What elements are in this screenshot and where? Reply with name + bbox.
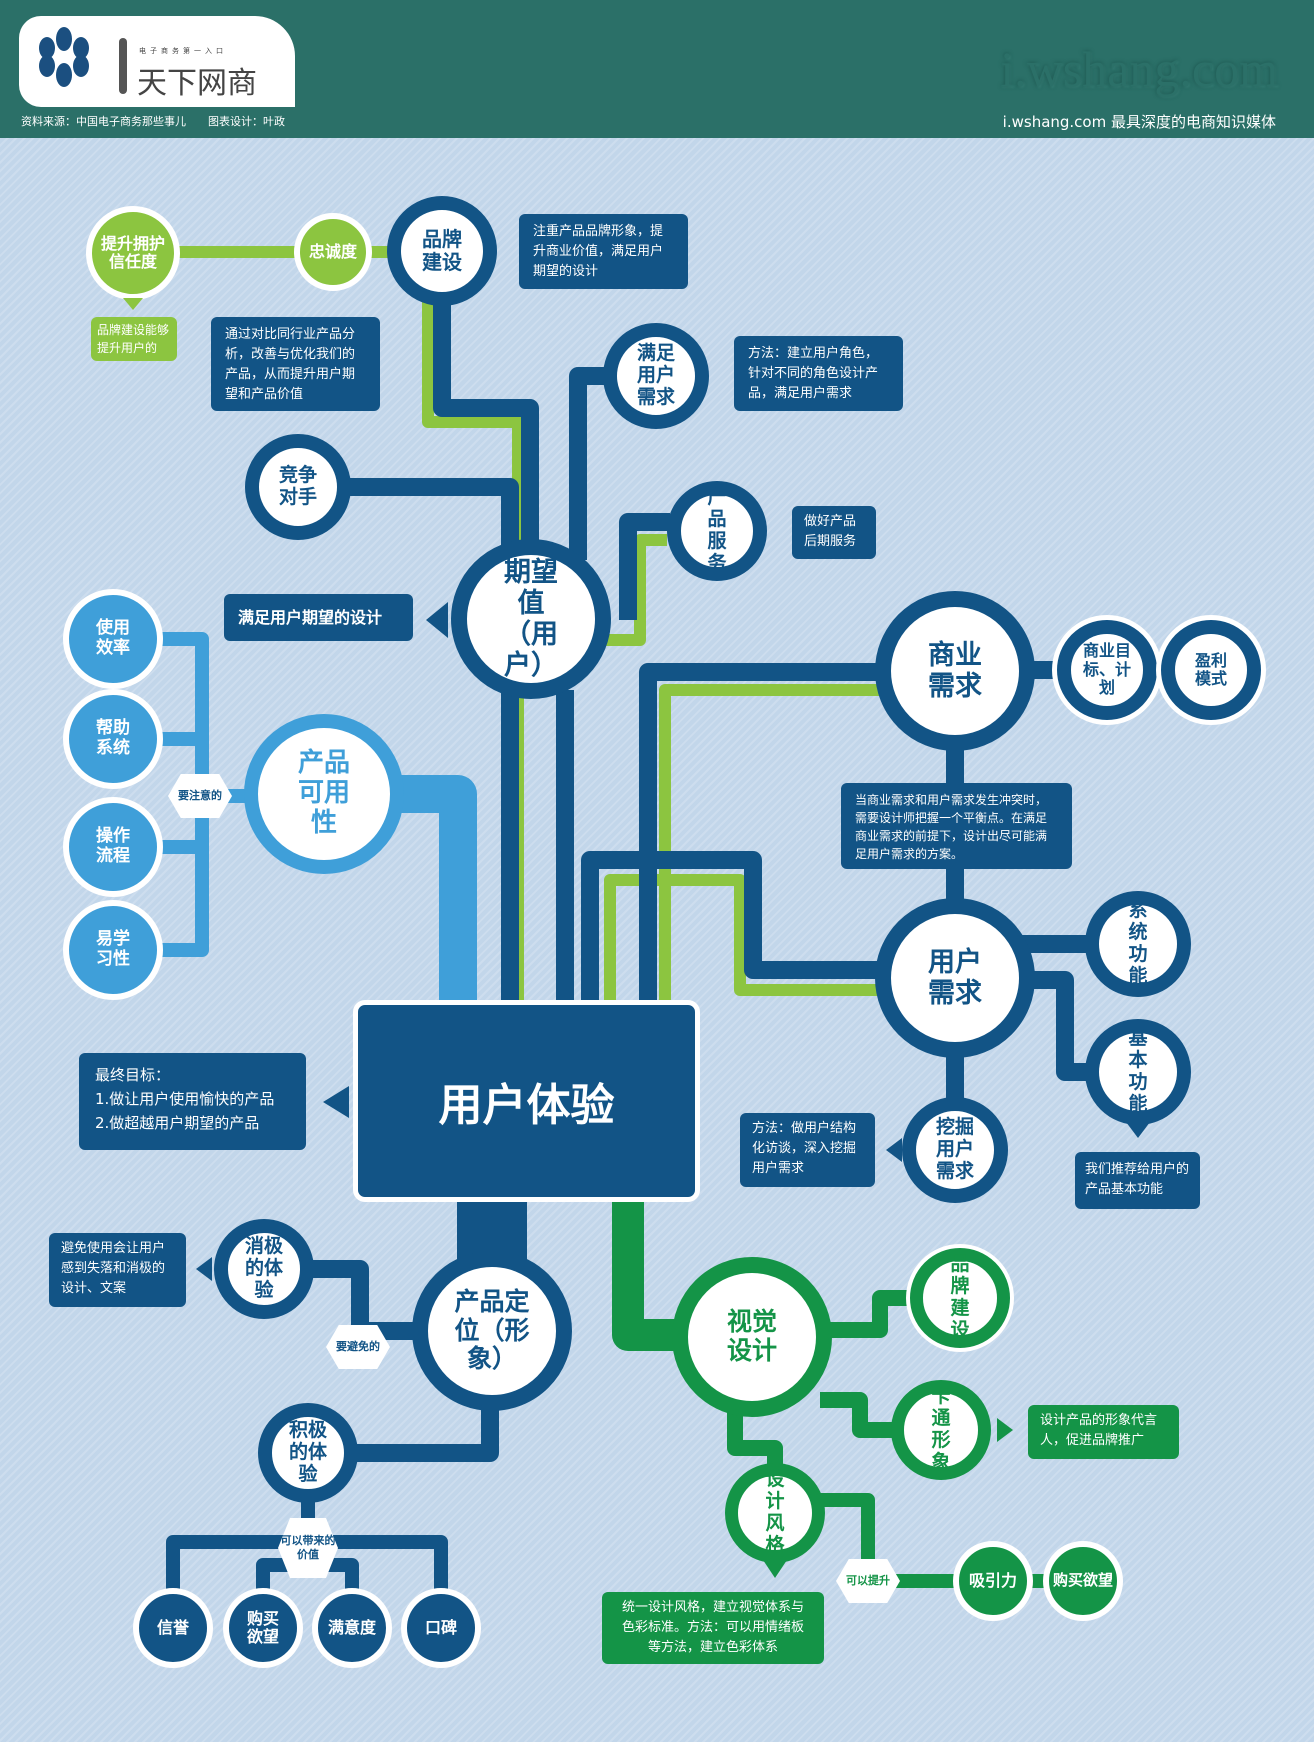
node-basic-function[interactable]: 基本功能 [1085, 1019, 1191, 1125]
node-efficiency[interactable]: 使用效率 [63, 589, 163, 689]
node-learnability[interactable]: 易学习性 [63, 900, 163, 1000]
node-service[interactable]: 产品服务 [667, 481, 767, 581]
node-brand[interactable]: 品牌建设 [387, 196, 497, 306]
line-basic [1020, 971, 1100, 1081]
hex-improve: 可以提升 [836, 1559, 900, 1603]
pointer-icon [426, 602, 448, 638]
node-visual-brand[interactable]: 品牌建设 [910, 1248, 1010, 1348]
goal-title: 最终目标： [95, 1066, 171, 1084]
line-visual-style [727, 1410, 783, 1470]
line-brand [433, 300, 539, 545]
flower-logo-icon [39, 27, 89, 87]
logo-name: 天下网商 [137, 66, 257, 101]
expectation-box: 满足用户期望的设计 [224, 594, 413, 641]
line-competitor [340, 478, 519, 545]
node-user-needs[interactable]: 用户需求 [875, 898, 1035, 1058]
node-operation-flow[interactable]: 操作流程 [63, 797, 163, 897]
site-watermark: i.wshang.com [1000, 41, 1278, 97]
node-expectation[interactable]: 期望值（用户） [451, 539, 611, 699]
line-business [639, 663, 880, 1000]
center-user-experience[interactable]: 用户体验 [353, 1000, 700, 1202]
pointer-icon [196, 1257, 212, 1281]
pointer-icon [1126, 1122, 1150, 1138]
node-loyalty[interactable]: 忠诚度 [294, 213, 372, 291]
node-help-system[interactable]: 帮助系统 [63, 689, 163, 789]
line-business-green [659, 684, 880, 1000]
line-positive [350, 1400, 499, 1462]
hex-value: 可以带来的价值 [278, 1518, 338, 1578]
line-negative [300, 1260, 420, 1340]
node-cartoon[interactable]: 卡通形象 [891, 1380, 991, 1480]
node-negative[interactable]: 消极的体验 [214, 1219, 314, 1319]
line-service [619, 513, 670, 620]
goal-item: 1.做让用户使用愉快的产品 [95, 1090, 275, 1108]
node-word-of-mouth[interactable]: 口碑 [401, 1588, 481, 1668]
business-box: 当商业需求和用户需求发生冲突时，需要设计师把握一个平衡点。在满足商业需求的前提下… [841, 783, 1072, 869]
node-visual-design[interactable]: 视觉设计 [672, 1257, 832, 1417]
basic-function-box: 我们推荐给用户的产品基本功能 [1075, 1152, 1200, 1209]
line-service-green [590, 534, 667, 646]
design-style-box: 统一设计风格，建立视觉体系与色彩标准。方法：可以用情绪板等方法，建立色彩体系 [602, 1592, 824, 1664]
dig-needs-box: 方法：做用户结构化访谈，深入挖掘用户需求 [740, 1113, 875, 1187]
node-meet-needs[interactable]: 满足用户需求 [603, 323, 709, 429]
node-usability[interactable]: 产品可用性 [244, 714, 404, 874]
source-credit: 资料来源：中国电子商务那些事儿 图表设计：叶政 [21, 115, 285, 128]
node-positioning[interactable]: 产品定位（形象） [412, 1251, 572, 1411]
line-visual-cartoon [820, 1392, 900, 1438]
negative-box: 避免使用会让用户感到失落和消极的设计、文案 [49, 1233, 186, 1307]
logo: 电子商务第一入口 天下网商 [19, 16, 295, 107]
line-center-visual [612, 1202, 690, 1351]
node-business-goal[interactable]: 商业目标、计划 [1057, 620, 1157, 720]
i-logo-icon [119, 38, 127, 94]
node-profit-model[interactable]: 盈利模式 [1161, 620, 1261, 720]
line-userneeds-green [604, 874, 880, 1000]
service-box: 做好产品后期服务 [792, 506, 876, 559]
hex-attention: 要注意的 [168, 774, 232, 818]
pointer-icon [323, 1086, 349, 1118]
node-trust[interactable]: 提升拥护信任度 [86, 206, 180, 300]
goal-item: 2.做超越用户期望的产品 [95, 1114, 260, 1132]
cartoon-box: 设计产品的形象代言人，促进品牌推广 [1028, 1405, 1179, 1459]
node-competitor[interactable]: 竞争对手 [245, 434, 351, 540]
logo-slogan: 电子商务第一入口 [139, 47, 227, 55]
node-purchase-desire[interactable]: 购买欲望 [223, 1588, 303, 1668]
node-attraction[interactable]: 吸引力 [953, 1541, 1033, 1621]
pointer-icon [997, 1418, 1013, 1442]
hex-avoid: 要避免的 [326, 1325, 390, 1369]
node-dig-needs[interactable]: 挖掘用户需求 [902, 1097, 1008, 1203]
goal-box: 最终目标： 1.做让用户使用愉快的产品 2.做超越用户期望的产品 [79, 1053, 306, 1150]
pointer-icon [886, 1138, 902, 1162]
line-visual-brand [820, 1290, 930, 1338]
competitor-box: 通过对比同行业产品分析，改善与优化我们的产品，从而提升用户期望和产品价值 [211, 317, 380, 411]
node-reputation[interactable]: 信誉 [133, 1588, 213, 1668]
node-business[interactable]: 商业需求 [875, 591, 1035, 751]
brand-box: 注重产品品牌形象，提升商业价值，满足用户期望的设计 [519, 214, 688, 289]
pointer-icon [123, 298, 143, 310]
pointer-icon [763, 1560, 787, 1578]
line-meetneeds [569, 367, 610, 560]
meet-needs-box: 方法：建立用户角色，针对不同的角色设计产品，满足用户需求 [734, 336, 903, 411]
trust-box: 品牌建设能够提升用户的 [91, 317, 177, 361]
header: 电子商务第一入口 天下网商 资料来源：中国电子商务那些事儿 图表设计：叶政 i.… [0, 0, 1314, 138]
node-visual-purchase-desire[interactable]: 购买欲望 [1043, 1541, 1123, 1621]
node-satisfaction[interactable]: 满意度 [312, 1588, 392, 1668]
node-positive[interactable]: 积极的体验 [258, 1403, 358, 1503]
line-userneeds [581, 851, 880, 1000]
tagline: i.wshang.com 最具深度的电商知识媒体 [1002, 113, 1276, 131]
line-expect-down [501, 690, 574, 1000]
node-design-style[interactable]: 设计风格 [725, 1463, 825, 1563]
node-system-function[interactable]: 系统功能 [1085, 891, 1191, 997]
line-usability-center [390, 775, 477, 1000]
